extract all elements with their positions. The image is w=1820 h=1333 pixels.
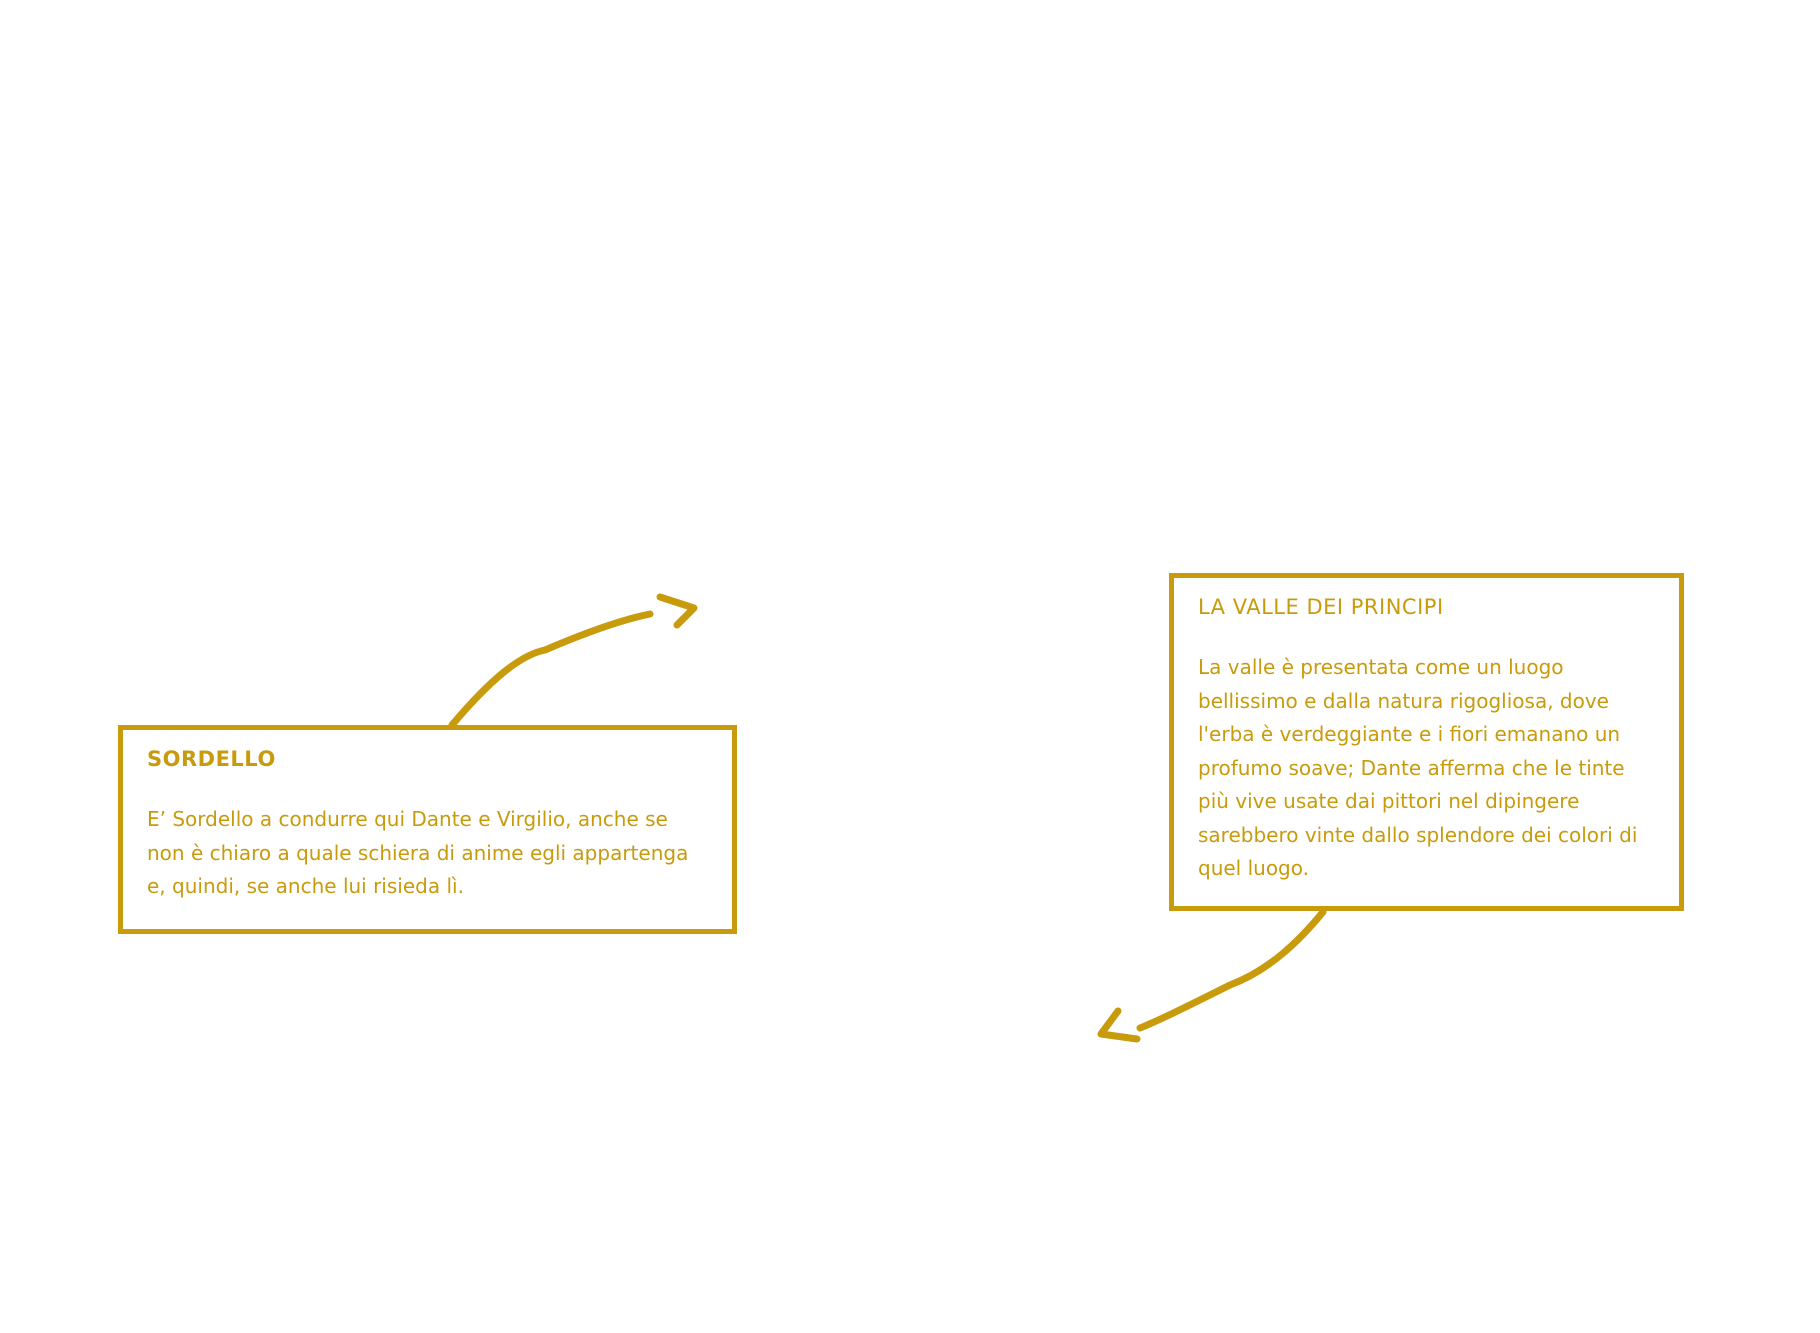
arrowhead-sordello xyxy=(656,593,698,629)
arrowhead-valle xyxy=(1097,1007,1141,1043)
connector-arrow-valle xyxy=(1136,908,1327,1032)
sordello-title: SORDELLO xyxy=(147,747,276,771)
valle-title: LA VALLE DEI PRINCIPI xyxy=(1198,595,1444,619)
sordello-card: SORDELLO E’ Sordello a condurre qui Dant… xyxy=(118,725,737,934)
valle-text: La valle è presentata come un luogo bell… xyxy=(1198,655,1638,880)
sordello-text: E’ Sordello a condurre qui Dante e Virgi… xyxy=(147,807,689,898)
valle-card: LA VALLE DEI PRINCIPI La valle è present… xyxy=(1169,573,1684,911)
connector-arrow-sordello xyxy=(448,610,654,729)
